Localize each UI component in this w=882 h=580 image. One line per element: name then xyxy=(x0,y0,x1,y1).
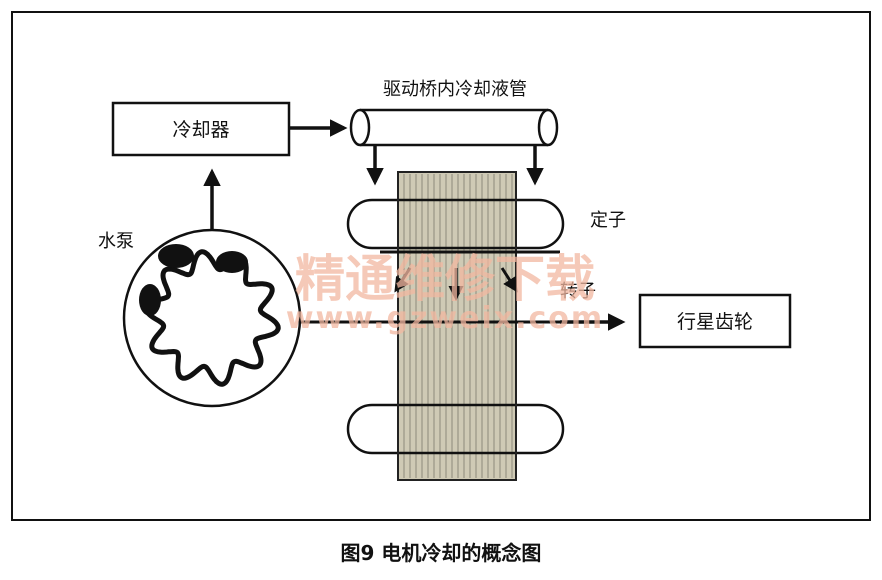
watermark-url: www.gzweix.com xyxy=(286,301,604,336)
stator-winding-top xyxy=(346,198,565,250)
pump-dark-lobes xyxy=(139,244,248,316)
coolant-pipe xyxy=(349,108,559,147)
stator-core xyxy=(397,171,517,481)
pump-housing xyxy=(122,228,302,408)
cooler-box xyxy=(111,101,291,157)
cooler-label: 冷却器 xyxy=(172,119,229,141)
watermark-title: 精通维修下载 xyxy=(295,250,595,308)
figure-caption: 图9 电机冷却的概念图 xyxy=(341,541,542,565)
planetary-gear-label: 行星齿轮 xyxy=(677,311,753,333)
pipe-label: 驱动桥内冷却液管 xyxy=(383,79,527,100)
stator-winding-bottom xyxy=(346,403,565,455)
stator-label: 定子 xyxy=(590,210,626,231)
pump-label: 水泵 xyxy=(98,231,134,252)
rotor-label: 转子 xyxy=(560,281,596,302)
planetary-gear-box xyxy=(638,293,792,349)
rotor-flow-arrows xyxy=(394,267,518,301)
